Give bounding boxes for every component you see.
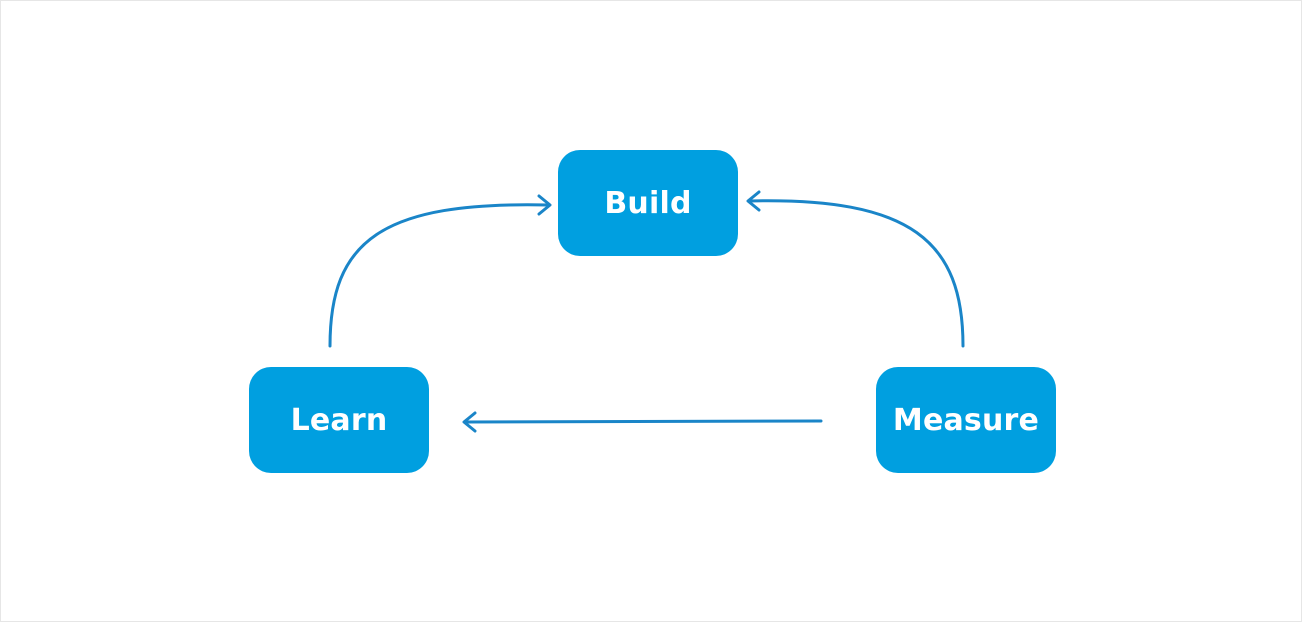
learn-label: Learn [290, 402, 388, 438]
arrowhead-learn-to-build [537, 194, 552, 216]
learn-node: Learn [249, 367, 429, 473]
measure-node: Measure [876, 367, 1056, 473]
measure-label: Measure [892, 402, 1040, 438]
edge-measure-to-learn [463, 419, 823, 424]
arrowhead-measure-to-build [746, 190, 761, 212]
edge-measure-to-build [747, 199, 965, 348]
arrowhead-measure-to-learn [462, 411, 477, 433]
build-node: Build [558, 150, 738, 256]
edge-learn-to-build [328, 203, 551, 348]
build-label: Build [604, 185, 692, 221]
